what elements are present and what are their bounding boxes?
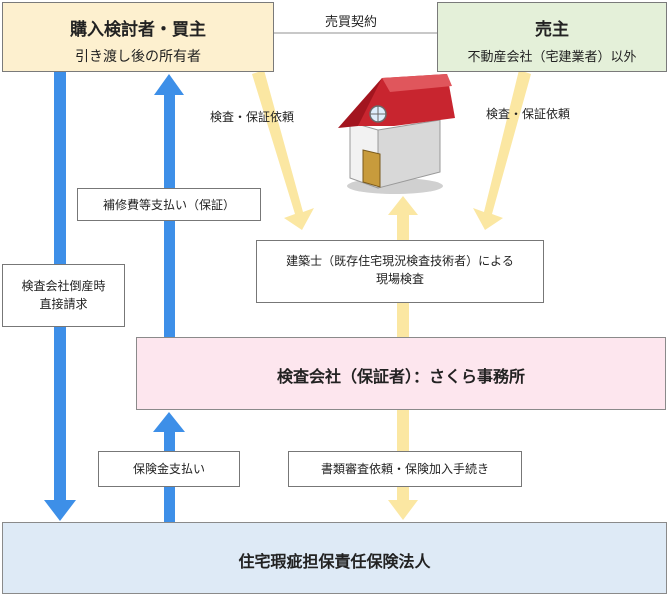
direct-claim-line2: 直接請求 bbox=[39, 297, 88, 311]
inspector-company-box: 検査会社（保証者）：さくら事務所 bbox=[136, 337, 666, 410]
direct-claim-note: 検査会社倒産時 直接請求 bbox=[2, 264, 125, 327]
architect-line2: 現場検査 bbox=[375, 272, 424, 286]
repair-payment-label: 補修費等支払い（保証） bbox=[102, 198, 235, 212]
house-icon bbox=[338, 74, 455, 194]
yellow-arrow-seller-to-architect bbox=[473, 70, 531, 230]
inspection-request-left-label: 検査・保証依頼 bbox=[210, 110, 295, 124]
insurance-payment-label: 保険金支払い bbox=[132, 462, 205, 476]
direct-claim-line1: 検査会社倒産時 bbox=[21, 279, 106, 293]
insurance-payment-note: 保険金支払い bbox=[98, 451, 240, 487]
architect-inspection-note: 建築士（既存住宅現況検査技術者）による 現場検査 bbox=[256, 240, 544, 303]
insurer-label: 住宅瑕疵担保責任保険法人 bbox=[238, 552, 431, 571]
contract-label: 売買契約 bbox=[325, 15, 378, 30]
seller-box: 売主 不動産会社（宅建業者）以外 bbox=[437, 2, 667, 72]
inspector-company-label: 検査会社（保証者）：さくら事務所 bbox=[276, 367, 525, 386]
seller-subtitle: 不動産会社（宅建業者）以外 bbox=[467, 50, 637, 65]
document-review-note: 書類審査依頼・保険加入手続き bbox=[288, 451, 522, 487]
buyer-box: 購入検討者・買主 引き渡し後の所有者 bbox=[2, 2, 274, 72]
buyer-subtitle: 引き渡し後の所有者 bbox=[75, 49, 201, 65]
architect-line1: 建築士（既存住宅現況検査技術者）による bbox=[286, 254, 514, 268]
repair-payment-note: 補修費等支払い（保証） bbox=[77, 188, 261, 221]
seller-title: 売主 bbox=[535, 20, 569, 40]
buyer-title: 購入検討者・買主 bbox=[70, 20, 206, 40]
document-review-label: 書類審査依頼・保険加入手続き bbox=[320, 462, 489, 476]
insurer-box: 住宅瑕疵担保責任保険法人 bbox=[2, 522, 667, 594]
yellow-arrow-buyer-to-architect bbox=[252, 70, 314, 230]
inspection-request-right-label: 検査・保証依頼 bbox=[486, 107, 571, 121]
